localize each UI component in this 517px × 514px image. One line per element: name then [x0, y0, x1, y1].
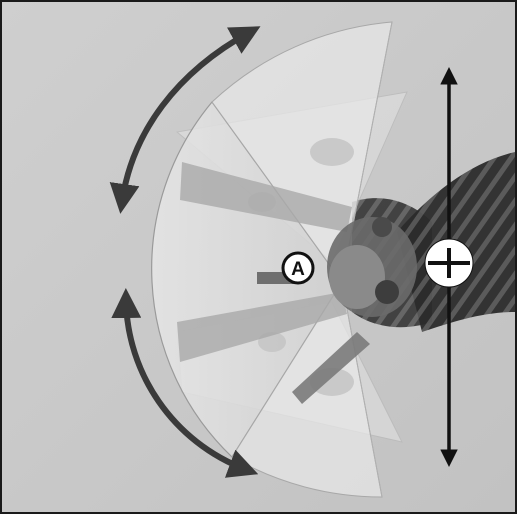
hub-mechanism	[327, 217, 417, 317]
plus-circle-icon	[425, 239, 473, 287]
callout-a-label: A	[291, 259, 305, 280]
callout-a: A	[283, 253, 313, 283]
